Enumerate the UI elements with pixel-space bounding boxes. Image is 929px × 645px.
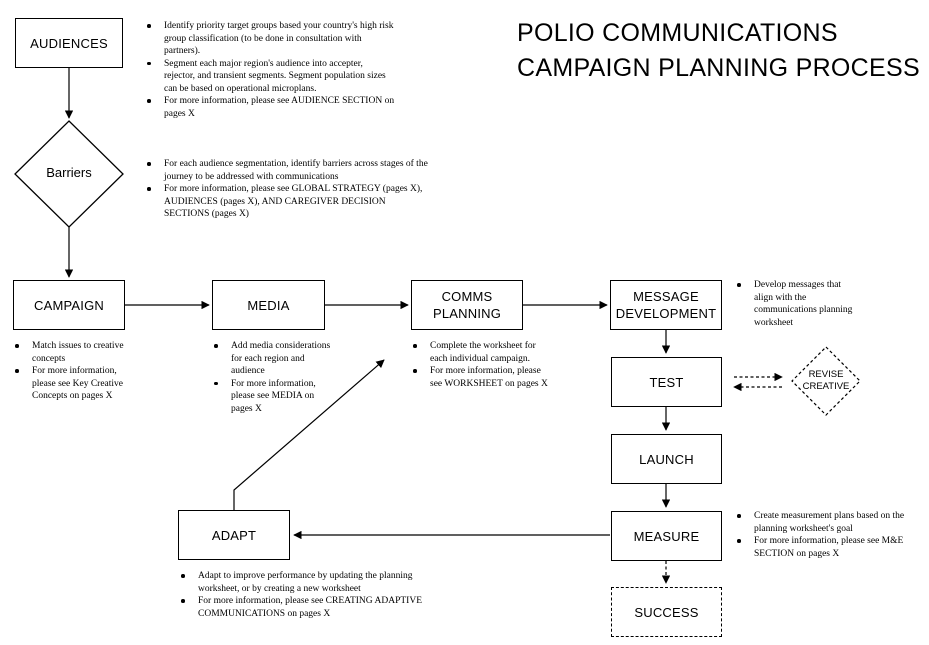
audiences-box: AUDIENCES <box>15 18 123 68</box>
title-line-2: CAMPAIGN PLANNING PROCESS <box>517 54 920 82</box>
note-item: Identify priority target groups based yo… <box>145 20 395 58</box>
launch-label: LAUNCH <box>639 451 694 467</box>
note-item: Segment each major region's audience int… <box>145 58 395 96</box>
message-development-label-line-1: MESSAGE <box>633 289 699 304</box>
adapt-label: ADAPT <box>211 527 257 543</box>
note-item: For more information, please see AUDIENC… <box>145 95 395 120</box>
note-item: For more information, please see CREATIN… <box>179 595 429 620</box>
comms-planning-label-line-2: PLANNING <box>432 306 502 321</box>
revise-creative-label-line-1: REVISE <box>808 369 844 380</box>
campaign-label: CAMPAIGN <box>34 297 104 313</box>
test-box: TEST <box>611 357 722 407</box>
note-item: Add media considerations for each region… <box>212 340 337 378</box>
message-development-box: MESSAGE DEVELOPMENT <box>610 280 722 330</box>
measure-label: MEASURE <box>633 528 700 544</box>
comms-planning-box: COMMS PLANNING <box>411 280 523 330</box>
barriers-notes: For each audience segmentation, identify… <box>145 158 429 221</box>
media-notes: Add media considerations for each region… <box>212 340 337 415</box>
note-item: Match issues to creative concepts <box>13 340 138 365</box>
campaign-box: CAMPAIGN <box>13 280 125 330</box>
success-label: SUCCESS <box>634 604 699 620</box>
media-label: MEDIA <box>247 297 290 313</box>
revise-creative-diamond <box>791 346 861 416</box>
launch-box: LAUNCH <box>611 434 722 484</box>
note-item: For each audience segmentation, identify… <box>145 158 429 183</box>
note-item: For more information, please see GLOBAL … <box>145 183 429 221</box>
barriers-label: Barriers <box>46 165 92 180</box>
note-item: For more information, please see Key Cre… <box>13 365 138 403</box>
message-development-notes: Develop messages that align with the com… <box>735 279 853 329</box>
revise-creative-label-line-2: CREATIVE <box>802 381 850 392</box>
measure-box: MEASURE <box>611 511 722 561</box>
test-label: TEST <box>649 374 684 390</box>
note-item: Complete the worksheet for each individu… <box>411 340 553 365</box>
note-item: Create measurement plans based on the pl… <box>735 510 910 535</box>
note-item: For more information, please see WORKSHE… <box>411 365 553 390</box>
message-development-label-line-2: DEVELOPMENT <box>615 306 717 321</box>
audiences-notes: Identify priority target groups based yo… <box>145 20 395 120</box>
adapt-notes: Adapt to improve performance by updating… <box>179 570 429 620</box>
success-box: SUCCESS <box>611 587 722 637</box>
note-item: Adapt to improve performance by updating… <box>179 570 429 595</box>
comms-planning-notes: Complete the worksheet for each individu… <box>411 340 553 390</box>
title-line-1: POLIO COMMUNICATIONS <box>517 19 838 47</box>
revise-creative-label: REVISE CREATIVE <box>796 369 856 393</box>
diagram-title: POLIO COMMUNICATIONS CAMPAIGN PLANNING P… <box>517 16 920 86</box>
note-item: Develop messages that align with the com… <box>735 279 853 329</box>
audiences-label: AUDIENCES <box>30 35 108 51</box>
campaign-notes: Match issues to creative concepts For mo… <box>13 340 138 403</box>
measure-notes: Create measurement plans based on the pl… <box>735 510 910 560</box>
adapt-box: ADAPT <box>178 510 290 560</box>
comms-planning-label-line-1: COMMS <box>441 289 493 304</box>
note-item: For more information, please see M&E SEC… <box>735 535 910 560</box>
note-item: For more information, please see MEDIA o… <box>212 378 337 416</box>
arrow-adapt-to-media <box>233 359 385 510</box>
media-box: MEDIA <box>212 280 325 330</box>
